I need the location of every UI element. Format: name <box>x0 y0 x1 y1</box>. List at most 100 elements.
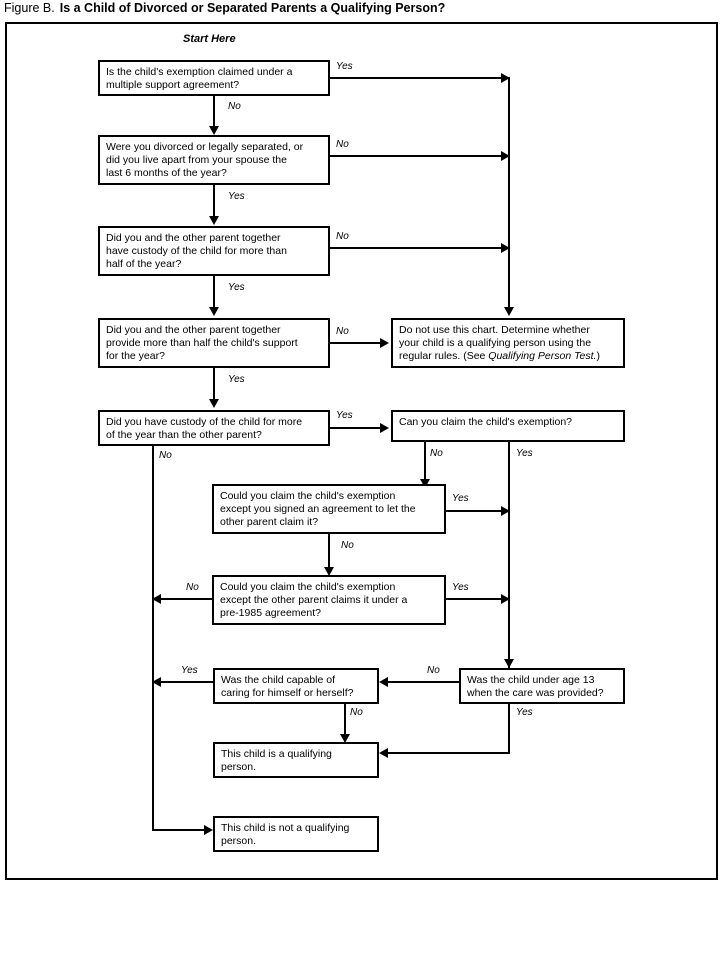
edge-n2-yes-vertical <box>213 185 215 221</box>
edge-label-no: No <box>350 707 363 718</box>
left-spine-vertical <box>152 446 154 831</box>
node-custody-more-of-year[interactable]: Did you have custody of the child for mo… <box>98 410 330 446</box>
node-is-qualifying-person[interactable]: This child is a qualifying person. <box>213 742 379 778</box>
edge-label-no: No <box>427 665 440 676</box>
arrowhead-n9-yes <box>501 594 510 604</box>
arrowhead-n11-yes <box>379 748 388 758</box>
edge-n1-yes-horizontal <box>330 77 505 79</box>
edge-label-no: No <box>159 450 172 461</box>
node-text-line: Do not use this chart. Determine whether <box>399 324 590 336</box>
edge-label-no: No <box>186 582 199 593</box>
edge-left-spine-to-n13-horizontal <box>152 829 209 831</box>
node-text-line: multiple support agreement? <box>106 79 240 92</box>
node-text-line: other parent claim it? <box>220 516 319 529</box>
arrowhead-n3-no <box>501 243 510 253</box>
edge-n10-no-vertical <box>344 704 346 739</box>
edge-n8-yes-horizontal <box>446 510 505 512</box>
node-pre-1985-agreement[interactable]: Could you claim the child's exemption ex… <box>212 575 446 625</box>
node-text-line: Could you claim the child's exemption <box>220 490 396 502</box>
node-signed-agreement-exemption[interactable]: Could you claim the child's exemption ex… <box>212 484 446 534</box>
node-text-line: pre-1985 agreement? <box>220 607 321 620</box>
node-text-line: except you signed an agreement to let th… <box>220 503 416 516</box>
node-text-line: This child is not a qualifying <box>221 822 350 834</box>
node-text-line: caring for himself or herself? <box>221 687 354 700</box>
arrowhead-n10-no <box>340 734 350 743</box>
edge-label-yes: Yes <box>516 448 533 459</box>
node-text-line: half of the year? <box>106 258 182 271</box>
node-text-line: Could you claim the child's exemption <box>220 581 396 593</box>
node-not-qualifying-person[interactable]: This child is not a qualifying person. <box>213 816 379 852</box>
node-text-line: This child is a qualifying <box>221 748 332 760</box>
edge-n7-no-vertical <box>424 442 426 484</box>
node-text-italic-reference: Qualifying Person Test. <box>488 350 597 363</box>
node-text-line: did you live apart from your spouse the <box>106 154 287 167</box>
arrowhead-n8-no <box>324 567 334 576</box>
arrowhead-n2-yes <box>209 216 219 225</box>
right-spine-vertical <box>508 77 510 312</box>
node-text-line: your child is a qualifying person using … <box>399 337 592 350</box>
node-joint-custody-more-than-half-year[interactable]: Did you and the other parent together ha… <box>98 226 330 276</box>
node-text-line: provide more than half the child's suppo… <box>106 337 298 350</box>
edge-n2-no-horizontal <box>330 155 505 157</box>
start-here-label: Start Here <box>183 33 236 45</box>
node-text-line: have custody of the child for more than <box>106 245 287 258</box>
edge-label-no: No <box>228 101 241 112</box>
edge-n11-no-horizontal <box>381 681 459 683</box>
node-text-line: Were you divorced or legally separated, … <box>106 141 304 153</box>
arrowhead-n4-no <box>380 338 389 348</box>
node-text-line: person. <box>221 761 257 774</box>
edge-n3-no-horizontal <box>330 247 505 249</box>
node-text-line: except the other parent claims it under … <box>220 594 408 607</box>
node-text-line: Was the child under age 13 <box>467 674 595 686</box>
edge-n4-no-horizontal <box>330 342 383 344</box>
edge-label-yes: Yes <box>228 282 245 293</box>
edge-n1-no-vertical <box>213 96 215 130</box>
edge-label-no: No <box>430 448 443 459</box>
edge-label-no: No <box>336 326 349 337</box>
node-text-plain-close: ) <box>596 350 600 363</box>
node-text-line-with-italic: regular rules. (See Qualifying Person Te… <box>399 350 617 363</box>
edge-label-no: No <box>336 231 349 242</box>
figure-title: Figure B. Is a Child of Divorced or Separ… <box>4 1 445 16</box>
edge-label-yes: Yes <box>336 410 353 421</box>
edge-label-no: No <box>336 139 349 150</box>
node-do-not-use-this-chart[interactable]: Do not use this chart. Determine whether… <box>391 318 625 368</box>
edge-n5-yes-horizontal <box>330 427 383 429</box>
edge-label-yes: Yes <box>452 582 469 593</box>
node-text-line: Did you have custody of the child for mo… <box>106 416 303 428</box>
node-support-more-than-half[interactable]: Did you and the other parent together pr… <box>98 318 330 368</box>
node-can-you-claim-exemption[interactable]: Can you claim the child's exemption? <box>391 410 625 442</box>
arrowhead-n11-no <box>379 677 388 687</box>
arrowhead-n8-yes <box>501 506 510 516</box>
arrowhead-n5-yes <box>380 423 389 433</box>
figure-number: Figure B. <box>4 1 55 15</box>
node-text-line: Was the child capable of <box>221 674 336 686</box>
edge-n4-yes-vertical <box>213 368 215 404</box>
arrowhead-n10-yes <box>152 677 161 687</box>
node-child-capable-of-self-care[interactable]: Was the child capable of caring for hims… <box>213 668 379 704</box>
edge-n10-yes-horizontal <box>154 681 213 683</box>
node-divorced-or-separated[interactable]: Were you divorced or legally separated, … <box>98 135 330 185</box>
figure-headline: Is a Child of Divorced or Separated Pare… <box>59 1 446 15</box>
edge-label-yes: Yes <box>228 191 245 202</box>
edge-label-yes: Yes <box>336 61 353 72</box>
edge-label-no: No <box>341 540 354 551</box>
edge-n11-yes-horizontal <box>381 752 510 754</box>
arrowhead-n3-yes <box>209 307 219 316</box>
edge-label-yes: Yes <box>516 707 533 718</box>
node-text-line: person. <box>221 835 257 848</box>
arrowhead-n1-yes <box>501 73 510 83</box>
node-text-line: Can you claim the child's exemption? <box>399 416 573 428</box>
edge-label-yes: Yes <box>228 374 245 385</box>
node-child-under-age-13[interactable]: Was the child under age 13 when the care… <box>459 668 625 704</box>
arrowhead-n7-no <box>420 479 430 488</box>
arrowhead-n1-no <box>209 126 219 135</box>
node-text-line: Is the child's exemption claimed under a <box>106 66 293 78</box>
edge-n9-no-horizontal <box>154 598 212 600</box>
edge-n11-yes-vertical <box>508 704 510 754</box>
node-text-line: when the care was provided? <box>467 687 604 700</box>
edge-n8-no-vertical <box>328 534 330 572</box>
node-multiple-support-agreement[interactable]: Is the child's exemption claimed under a… <box>98 60 330 96</box>
node-text-line: last 6 months of the year? <box>106 167 227 180</box>
